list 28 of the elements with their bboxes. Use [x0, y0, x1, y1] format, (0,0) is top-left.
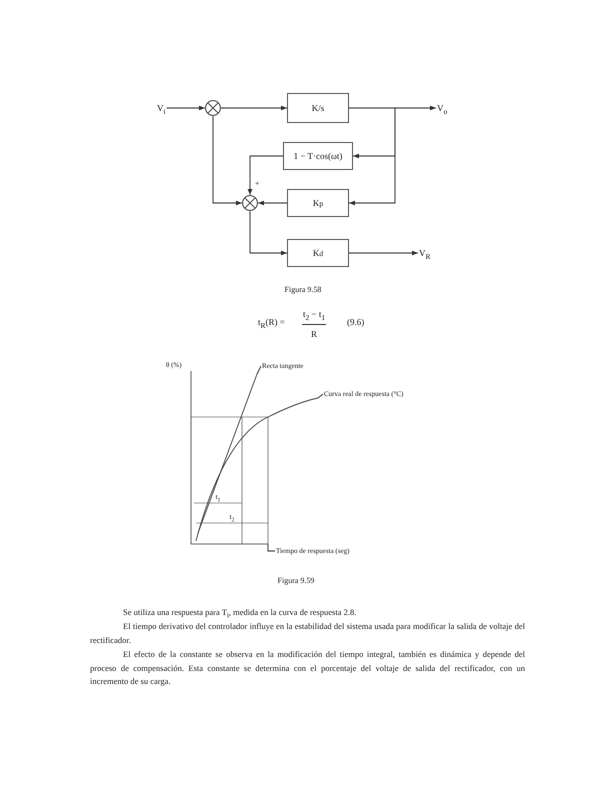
signal-label: V$_{R}$: [419, 248, 431, 262]
summing-junction: [242, 195, 258, 211]
arrow: [348, 250, 418, 256]
leader-line: [256, 366, 262, 374]
summing-junction: [205, 100, 221, 116]
figure-caption: Figura 9.59: [278, 576, 314, 585]
equation-number: (9.6): [347, 317, 364, 327]
arrow: [248, 156, 284, 196]
equation-text: R: [311, 329, 318, 339]
leader-line: [268, 544, 276, 552]
paragraph: Se utiliza una respuesta para T$_{i}$, medida en la curva de respuesta 2.8.: [123, 606, 358, 622]
arrow: [220, 106, 288, 110]
transfer-block: 1 − T·cos(ωt): [283, 142, 353, 170]
equation-text: t$_{R}$(R) =: [258, 317, 285, 331]
paragraph: El efecto de la constante se observa en la modificación del tiempo integral, también es dinámica y depende del proceso de compensación. Esta constante se determina con el porcentaje del voltaje de salida del rectificador, con un incremento de su carga.: [90, 648, 525, 688]
signal-label: V$_{o}$: [437, 103, 448, 117]
transfer-block: K/s: [287, 93, 349, 123]
leader-line: [318, 394, 324, 398]
figure-caption: Figura 9.58: [284, 285, 322, 294]
arrow: [348, 108, 396, 206]
equation-text: t$_{2}$ − t$_{1}$: [302, 309, 326, 325]
arrow: [166, 106, 206, 110]
arrow: [258, 200, 288, 206]
arrow: [250, 210, 288, 256]
sign-label: +: [255, 180, 260, 188]
paragraph: El tiempo derivativo del controlador influye en la estabilidad del sistema usada para modificar la salida de voltaje del rectificador.: [90, 620, 525, 646]
signal-label: V$_{i}$: [157, 103, 166, 117]
arrow: [212, 116, 242, 206]
